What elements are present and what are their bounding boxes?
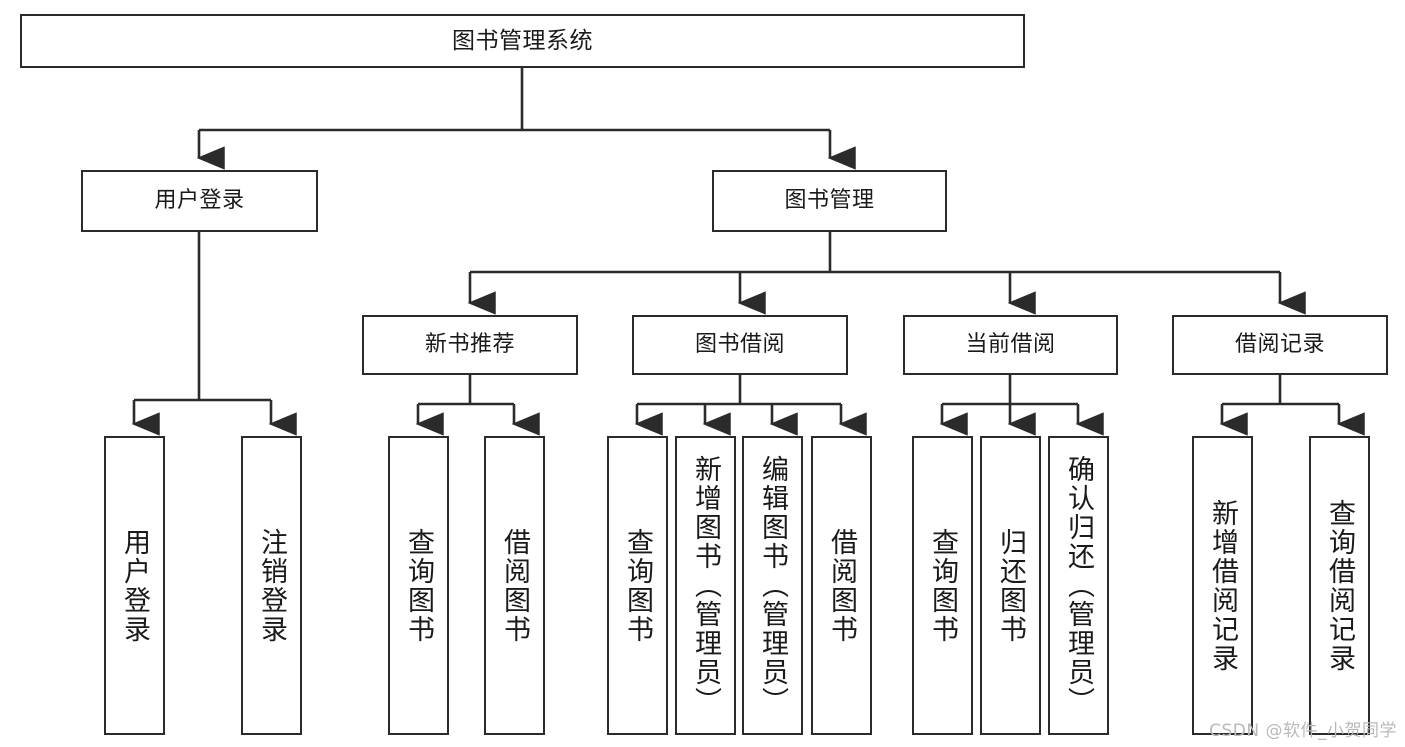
leaf-query-borrow-record[interactable]: 查询借阅记录 xyxy=(1309,436,1370,735)
node-label: 借阅记录 xyxy=(1234,331,1325,357)
node-root-system[interactable]: 图书管理系统 xyxy=(20,14,1025,68)
node-label: 当前借阅 xyxy=(965,331,1056,357)
csdn-watermark: CSDN @软件_小贺同学 xyxy=(1209,721,1397,741)
node-label: 图书借阅 xyxy=(694,331,785,357)
node-label: 查询图书 xyxy=(927,527,958,644)
leaf-borrow-book-recommend[interactable]: 借阅图书 xyxy=(484,436,545,735)
node-current-borrow[interactable]: 当前借阅 xyxy=(903,315,1118,375)
node-new-book-recommend[interactable]: 新书推荐 xyxy=(362,315,578,375)
node-label: 用户登录 xyxy=(154,187,245,213)
node-book-management[interactable]: 图书管理 xyxy=(712,170,947,232)
node-label: 确认归还（管理员） xyxy=(1063,455,1094,716)
node-label: 查询借阅记录 xyxy=(1324,498,1355,673)
leaf-logout-login[interactable]: 注销登录 xyxy=(241,436,302,735)
node-label: 新增借阅记录 xyxy=(1207,498,1238,673)
leaf-query-book-current[interactable]: 查询图书 xyxy=(912,436,973,735)
node-label: 图书管理系统 xyxy=(452,27,593,54)
leaf-query-book-recommend[interactable]: 查询图书 xyxy=(388,436,449,735)
leaf-edit-book-admin[interactable]: 编辑图书（管理员） xyxy=(742,436,803,735)
leaf-query-book-borrow[interactable]: 查询图书 xyxy=(607,436,668,735)
leaf-add-borrow-record[interactable]: 新增借阅记录 xyxy=(1192,436,1253,735)
node-label: 查询图书 xyxy=(403,527,434,644)
node-label: 借阅图书 xyxy=(826,527,857,644)
node-label: 归还图书 xyxy=(995,527,1026,644)
node-label: 注销登录 xyxy=(256,527,287,644)
node-user-login[interactable]: 用户登录 xyxy=(81,170,318,232)
leaf-return-book[interactable]: 归还图书 xyxy=(980,436,1041,735)
node-label: 借阅图书 xyxy=(499,527,530,644)
node-borrow-records[interactable]: 借阅记录 xyxy=(1172,315,1388,375)
leaf-user-login[interactable]: 用户登录 xyxy=(104,436,165,735)
node-label: 用户登录 xyxy=(119,527,150,644)
node-book-borrow[interactable]: 图书借阅 xyxy=(632,315,848,375)
leaf-add-book-admin[interactable]: 新增图书（管理员） xyxy=(675,436,736,735)
node-label: 编辑图书（管理员） xyxy=(757,455,788,716)
leaf-borrow-book[interactable]: 借阅图书 xyxy=(811,436,872,735)
node-label: 图书管理 xyxy=(784,187,875,213)
node-label: 查询图书 xyxy=(622,527,653,644)
leaf-confirm-return-admin[interactable]: 确认归还（管理员） xyxy=(1048,436,1109,735)
node-label: 新书推荐 xyxy=(424,331,515,357)
node-label: 新增图书（管理员） xyxy=(690,455,721,716)
